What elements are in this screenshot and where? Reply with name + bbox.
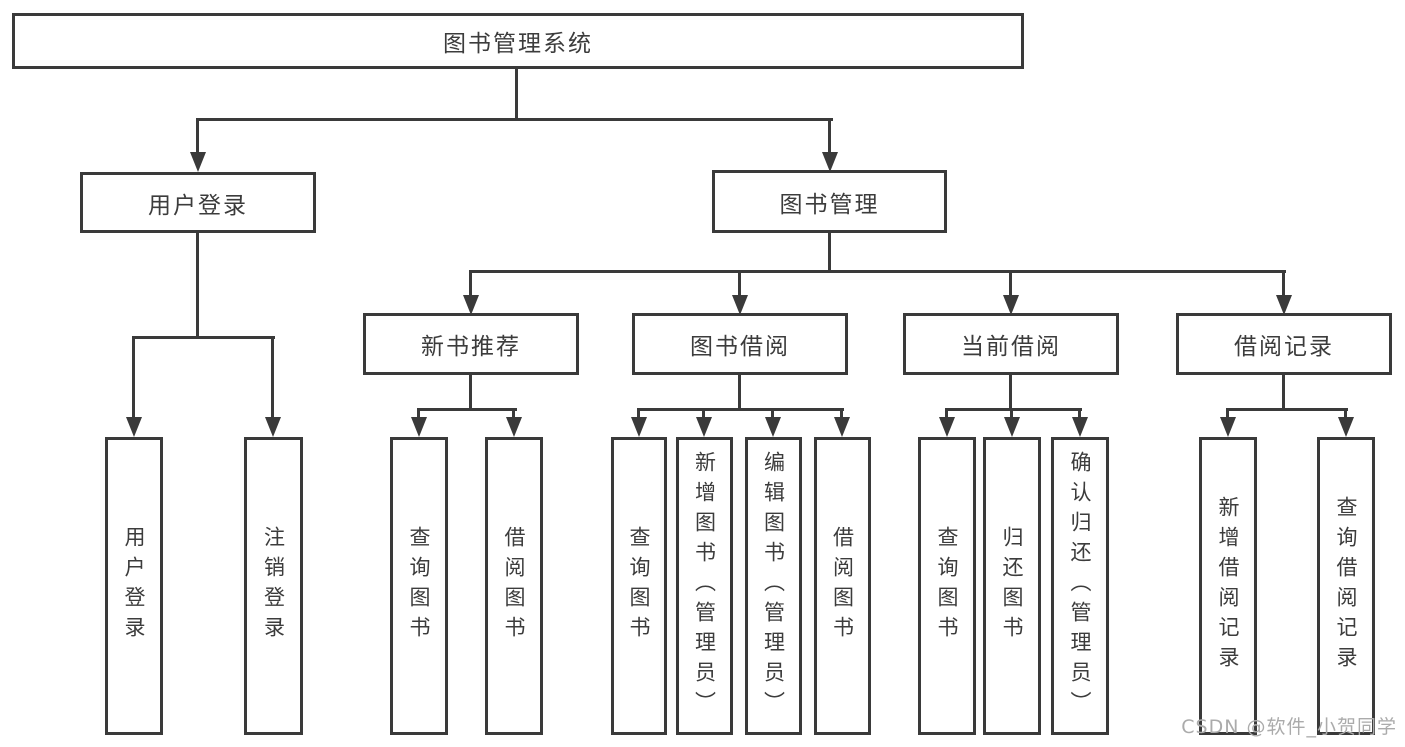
leaf-query-books-2: 查询图书: [611, 437, 667, 735]
connector-stub: [945, 408, 948, 421]
connector-stub-book-mgmt: [828, 118, 831, 158]
arrow-down-icon: [696, 417, 712, 437]
leaf-confirm-return-admin-label: 确认归还（管理员）: [1068, 451, 1092, 721]
connector-current-split: [945, 408, 1082, 411]
connector-user-login-trunk: [196, 233, 199, 338]
leaf-query-books-3-label: 查询图书: [935, 526, 959, 646]
leaf-query-books-2-label: 查询图书: [627, 526, 651, 646]
connector-current-trunk: [1009, 375, 1012, 410]
connector-records-trunk: [1282, 375, 1285, 410]
connector-stub-login: [132, 336, 135, 421]
connector-root-trunk: [515, 69, 518, 118]
arrow-down-icon: [265, 417, 281, 437]
node-book-borrowing: 图书借阅: [632, 313, 848, 375]
leaf-query-books-3: 查询图书: [918, 437, 976, 735]
connector-stub: [1344, 408, 1347, 421]
connector-new-books-split: [417, 408, 517, 411]
connector-stub: [1226, 408, 1229, 421]
arrow-down-icon: [463, 295, 479, 315]
leaf-logout-label: 注销登录: [261, 526, 286, 646]
connector-stub-current: [1009, 270, 1012, 299]
arrow-down-icon: [834, 417, 850, 437]
connector-stub: [512, 408, 515, 421]
node-root-label: 图书管理系统: [443, 31, 593, 57]
connector-stub: [1078, 408, 1081, 421]
connector-stub-user-login: [196, 118, 199, 158]
node-borrowing-records: 借阅记录: [1176, 313, 1392, 375]
node-user-login: 用户登录: [80, 172, 316, 233]
connector-new-books-trunk: [469, 375, 472, 410]
leaf-user-login: 用户登录: [105, 437, 163, 735]
leaf-return-books: 归还图书: [983, 437, 1041, 735]
leaf-borrow-books-2: 借阅图书: [814, 437, 871, 735]
leaf-borrow-books-1: 借阅图书: [485, 437, 543, 735]
connector-stub: [1010, 408, 1013, 421]
leaf-logout: 注销登录: [244, 437, 303, 735]
leaf-confirm-return-admin: 确认归还（管理员）: [1051, 437, 1109, 735]
node-new-book-recommend: 新书推荐: [363, 313, 579, 375]
arrow-down-icon: [190, 152, 206, 172]
node-root: 图书管理系统: [12, 13, 1024, 69]
connector-stub: [840, 408, 843, 421]
arrow-down-icon: [939, 417, 955, 437]
connector-user-login-split: [132, 336, 275, 339]
arrow-down-icon: [1338, 417, 1354, 437]
arrow-down-icon: [1220, 417, 1236, 437]
leaf-query-books-1: 查询图书: [390, 437, 448, 735]
connector-stub: [637, 408, 640, 421]
connector-borrowing-split: [637, 408, 844, 411]
node-borrowing-records-label: 借阅记录: [1234, 334, 1334, 360]
leaf-query-borrow-record-label: 查询借阅记录: [1334, 496, 1358, 676]
leaf-user-login-label: 用户登录: [122, 526, 146, 646]
csdn-watermark: CSDN @软件_小贺同学: [1181, 716, 1397, 738]
node-book-management-label: 图书管理: [779, 191, 880, 218]
connector-records-split: [1226, 408, 1348, 411]
leaf-borrow-books-2-label: 借阅图书: [830, 526, 855, 646]
arrow-down-icon: [765, 417, 781, 437]
leaf-add-borrow-record: 新增借阅记录: [1199, 437, 1257, 735]
connector-book-mgmt-trunk: [828, 233, 831, 272]
connector-stub: [702, 408, 705, 421]
leaf-add-borrow-record-label: 新增借阅记录: [1216, 496, 1240, 676]
node-current-borrowing: 当前借阅: [903, 313, 1119, 375]
leaf-return-books-label: 归还图书: [1000, 526, 1024, 646]
connector-stub-records: [1282, 270, 1285, 299]
leaf-query-borrow-record: 查询借阅记录: [1317, 437, 1375, 735]
arrow-down-icon: [631, 417, 647, 437]
arrow-down-icon: [822, 152, 838, 172]
arrow-down-icon: [411, 417, 427, 437]
connector-stub-borrowing: [738, 270, 741, 299]
arrow-down-icon: [1276, 295, 1292, 315]
arrow-down-icon: [732, 295, 748, 315]
connector-root-split: [197, 118, 833, 121]
connector-stub: [417, 408, 420, 421]
node-current-borrowing-label: 当前借阅: [961, 334, 1061, 360]
leaf-query-books-1-label: 查询图书: [407, 526, 431, 646]
arrow-down-icon: [126, 417, 142, 437]
connector-stub: [771, 408, 774, 421]
leaf-borrow-books-1-label: 借阅图书: [502, 526, 526, 646]
arrow-down-icon: [506, 417, 522, 437]
connector-borrowing-trunk: [738, 375, 741, 410]
node-book-borrowing-label: 图书借阅: [690, 334, 790, 360]
leaf-add-books-admin-label: 新增图书（管理员）: [692, 451, 717, 721]
node-new-book-recommend-label: 新书推荐: [421, 334, 521, 360]
leaf-add-books-admin: 新增图书（管理员）: [676, 437, 733, 735]
arrow-down-icon: [1004, 417, 1020, 437]
connector-book-mgmt-split: [469, 270, 1286, 273]
node-user-login-label: 用户登录: [148, 192, 248, 219]
arrow-down-icon: [1072, 417, 1088, 437]
arrow-down-icon: [1003, 295, 1019, 315]
leaf-edit-books-admin: 编辑图书（管理员）: [745, 437, 802, 735]
connector-stub-new-books: [469, 270, 472, 299]
leaf-edit-books-admin-label: 编辑图书（管理员）: [761, 451, 786, 721]
node-book-management: 图书管理: [712, 170, 947, 233]
connector-stub-logout: [271, 336, 274, 421]
